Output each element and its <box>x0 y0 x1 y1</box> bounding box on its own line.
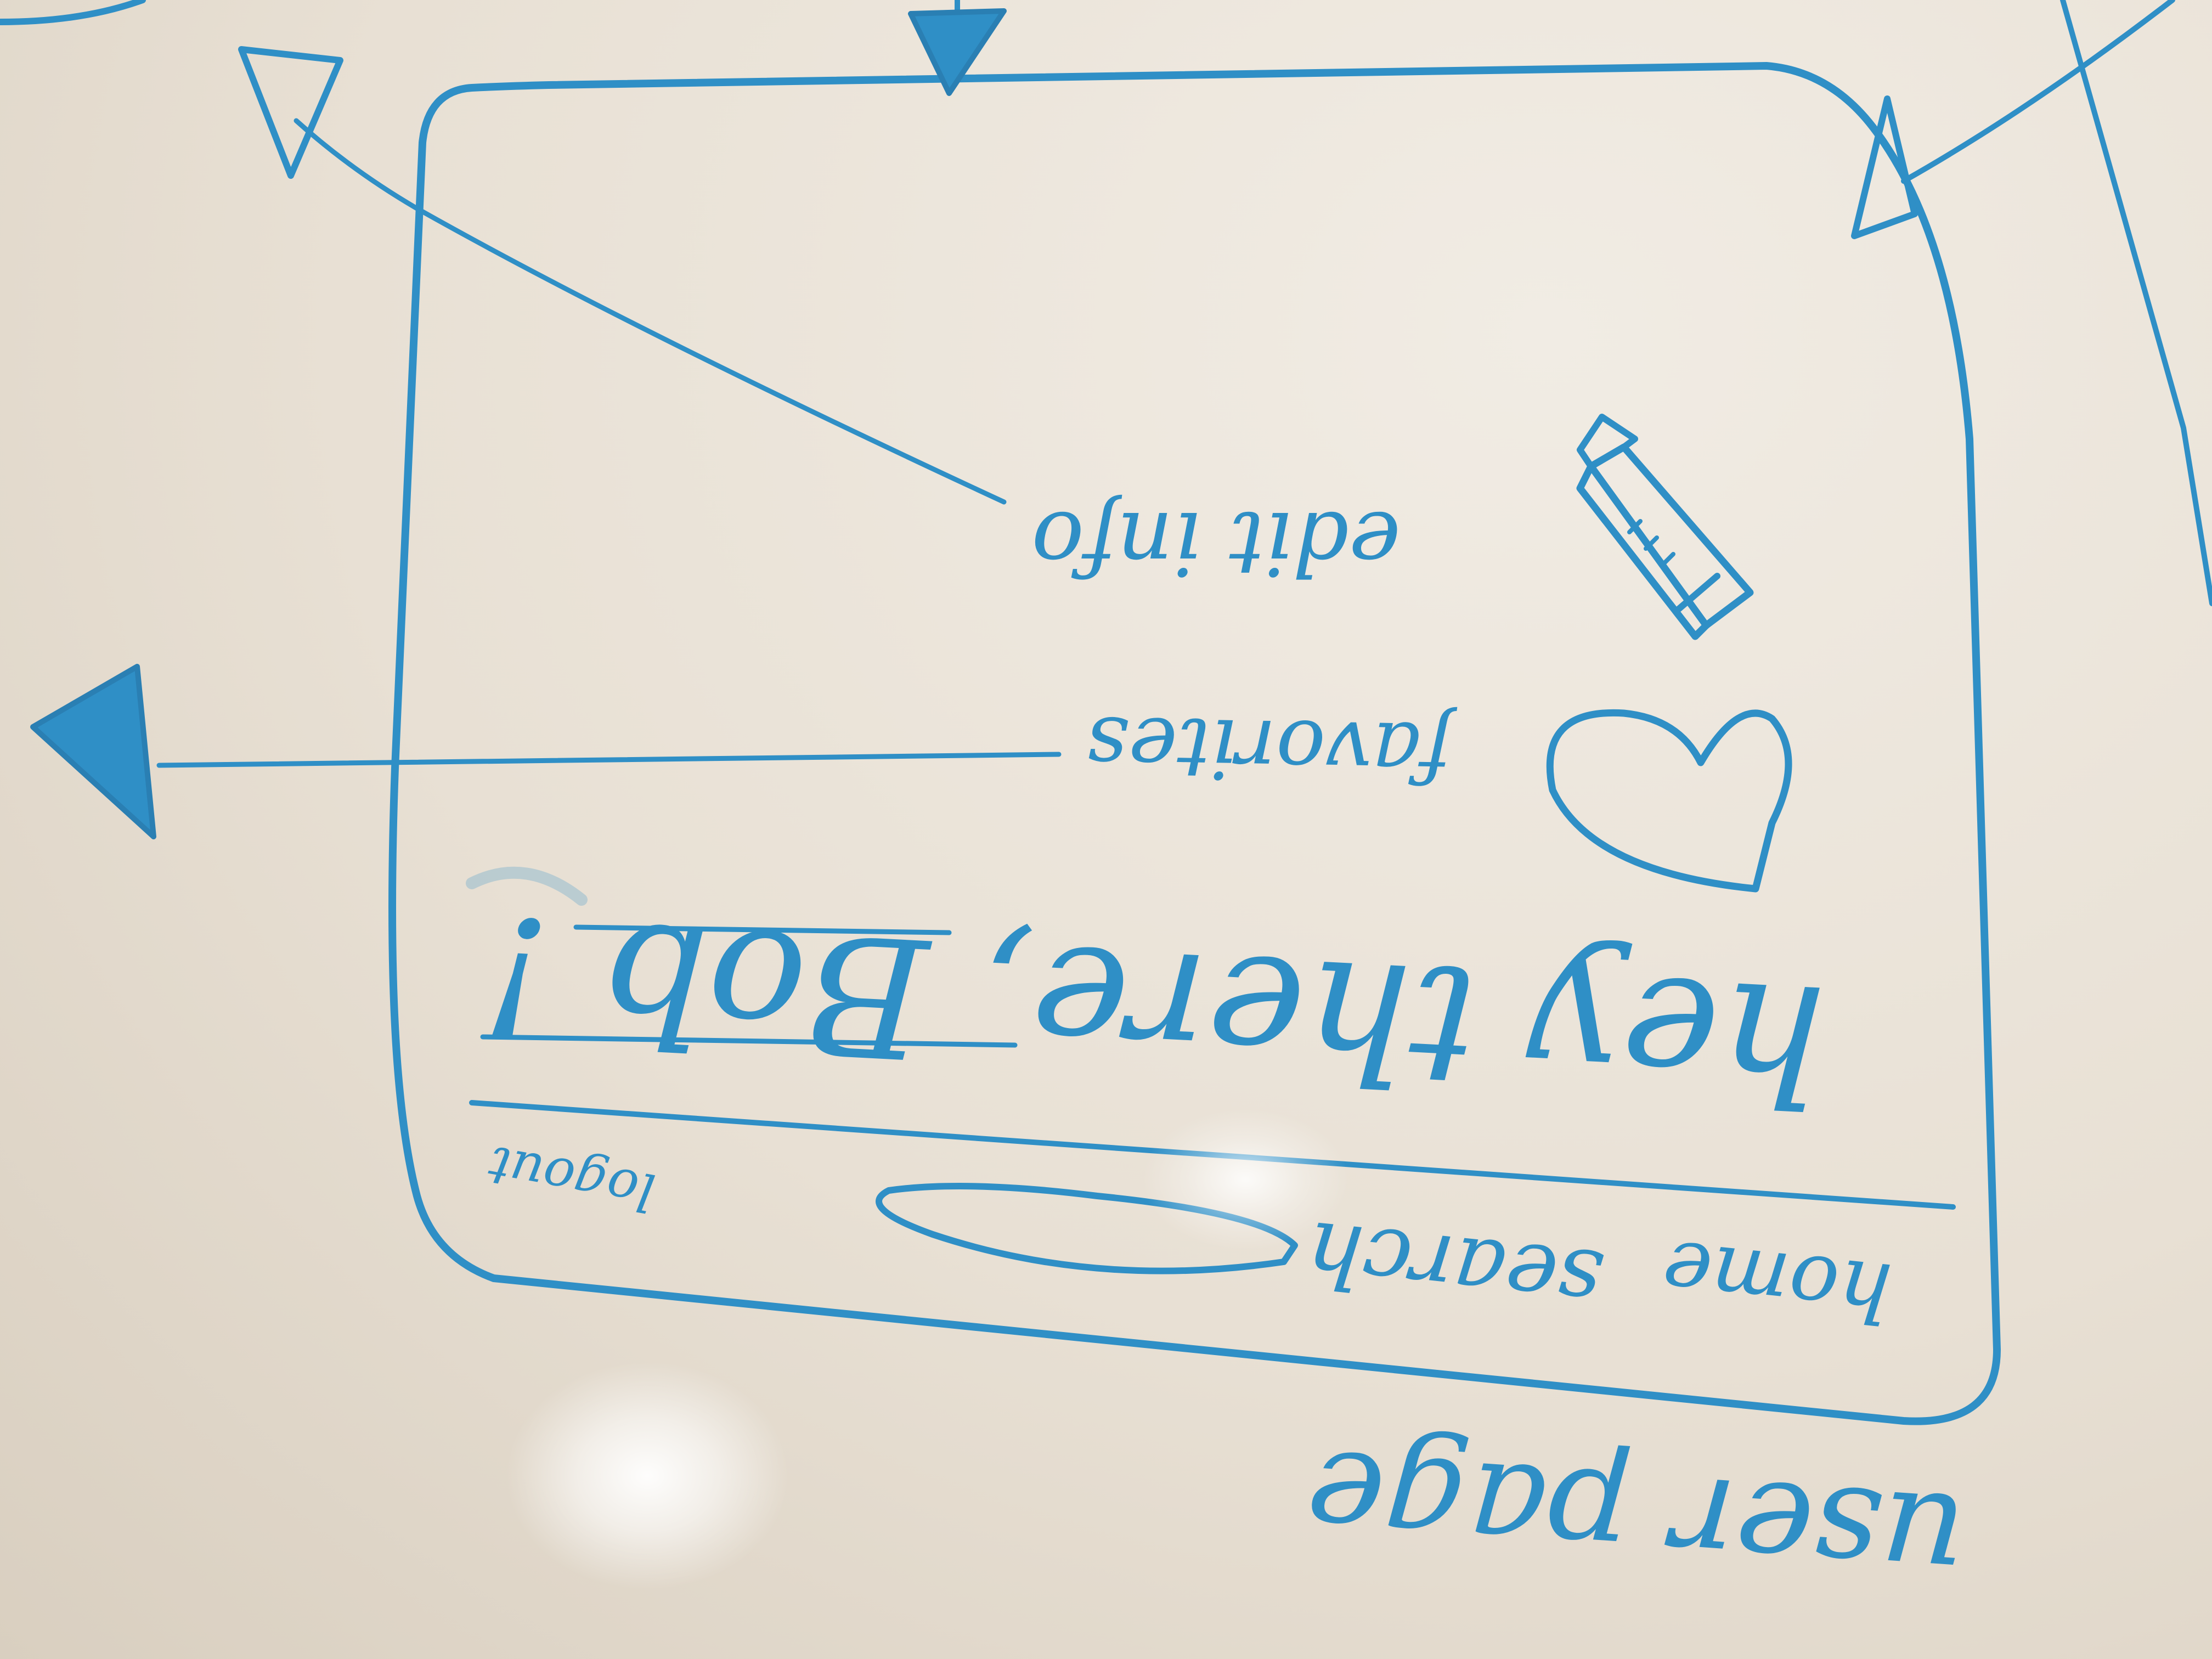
greeting-underline <box>480 1034 1018 1048</box>
edit-info-label: edit info <box>1031 492 1401 595</box>
incoming-arrow-top-right <box>1901 0 2175 184</box>
edit-link-arrow <box>294 118 1007 505</box>
right-vertical-line <box>2060 0 2212 606</box>
greeting-overline <box>466 866 588 906</box>
greeting-underline-2 <box>573 924 952 935</box>
search-bar <box>876 1183 1298 1274</box>
page-frame <box>388 62 2001 1425</box>
top-left-curve <box>0 0 146 25</box>
heart-icon <box>1546 709 1792 893</box>
pencil-icon <box>1576 414 1754 640</box>
arrowhead-top-right <box>1851 95 1918 239</box>
nav-home: home <box>1658 1221 1896 1341</box>
favorites-label: favorites <box>1085 698 1453 800</box>
arrowhead-top-left <box>238 46 343 179</box>
arrowhead-left <box>30 664 156 839</box>
arrowhead-top <box>908 8 1007 96</box>
favorites-link-arrow <box>156 752 1062 768</box>
